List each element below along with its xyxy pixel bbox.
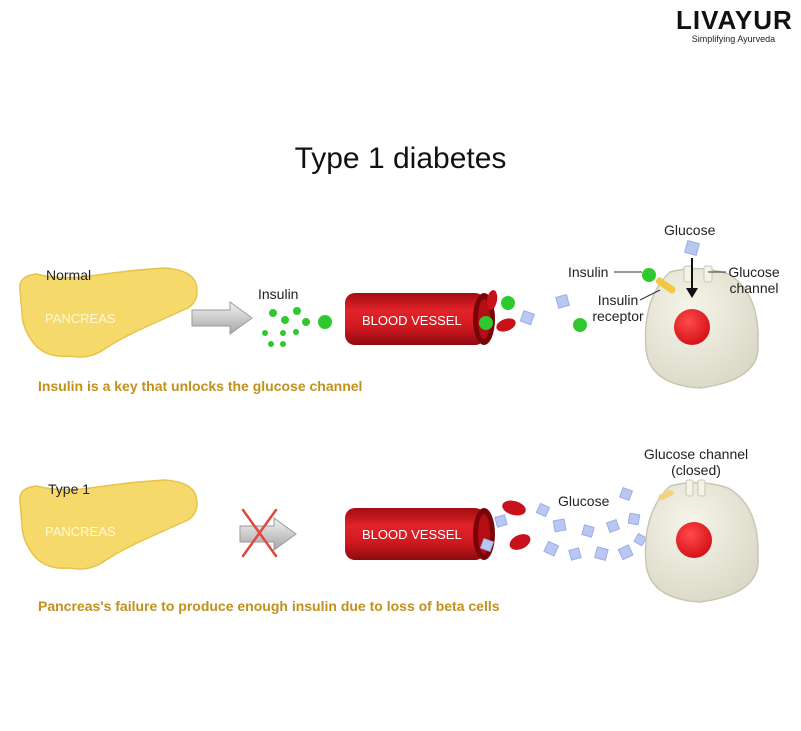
page-title: Type 1 diabetes <box>294 142 507 175</box>
blocked-cross-icon <box>241 508 278 558</box>
channel-label-normal: Glucose channel <box>728 264 780 296</box>
insulin-receptor-empty <box>658 489 674 501</box>
pancreas-label-type1: PANCREAS <box>45 524 116 539</box>
glucose-molecules-type1 <box>479 486 648 561</box>
cell-insulin-label: Insulin <box>568 264 609 280</box>
receptor-label: Insulin receptor <box>592 292 644 324</box>
cell-normal <box>644 265 759 389</box>
insulin-bound <box>642 268 656 282</box>
row-heading-normal: Normal <box>46 267 92 283</box>
brand-tagline: Simplifying Ayurveda <box>691 34 776 44</box>
blood-vessel-type1 <box>345 508 495 560</box>
cell-type1 <box>644 479 759 603</box>
brand-name: LIVAYUR <box>676 5 793 35</box>
pancreas-shape-type1 <box>19 479 198 570</box>
arrow-normal <box>191 301 253 335</box>
insulin-molecules-normal <box>262 307 332 347</box>
glucose-molecules-normal <box>519 240 700 326</box>
row-heading-type1: Type 1 <box>48 481 91 497</box>
insulin-receptor <box>655 277 676 294</box>
channel-state-label: (closed) <box>671 462 721 478</box>
caption-normal: Insulin is a key that unlocks the glucos… <box>38 378 363 394</box>
vessel-label-normal: BLOOD VESSEL <box>362 313 462 328</box>
pancreas-label-normal: PANCREAS <box>45 311 116 326</box>
caption-type1: Pancreas's failure to produce enough ins… <box>38 598 500 614</box>
pancreas-shape-normal <box>19 267 198 358</box>
insulin-label-normal: Insulin <box>258 286 299 302</box>
vessel-label-type1: BLOOD VESSEL <box>362 527 462 542</box>
glucose-label-type1: Glucose <box>558 493 610 509</box>
glucose-label-normal: Glucose <box>664 222 716 238</box>
brand-logo: LIVAYUR Simplifying Ayurveda <box>676 5 793 44</box>
channel-label-type1: Glucose channel <box>643 446 749 462</box>
